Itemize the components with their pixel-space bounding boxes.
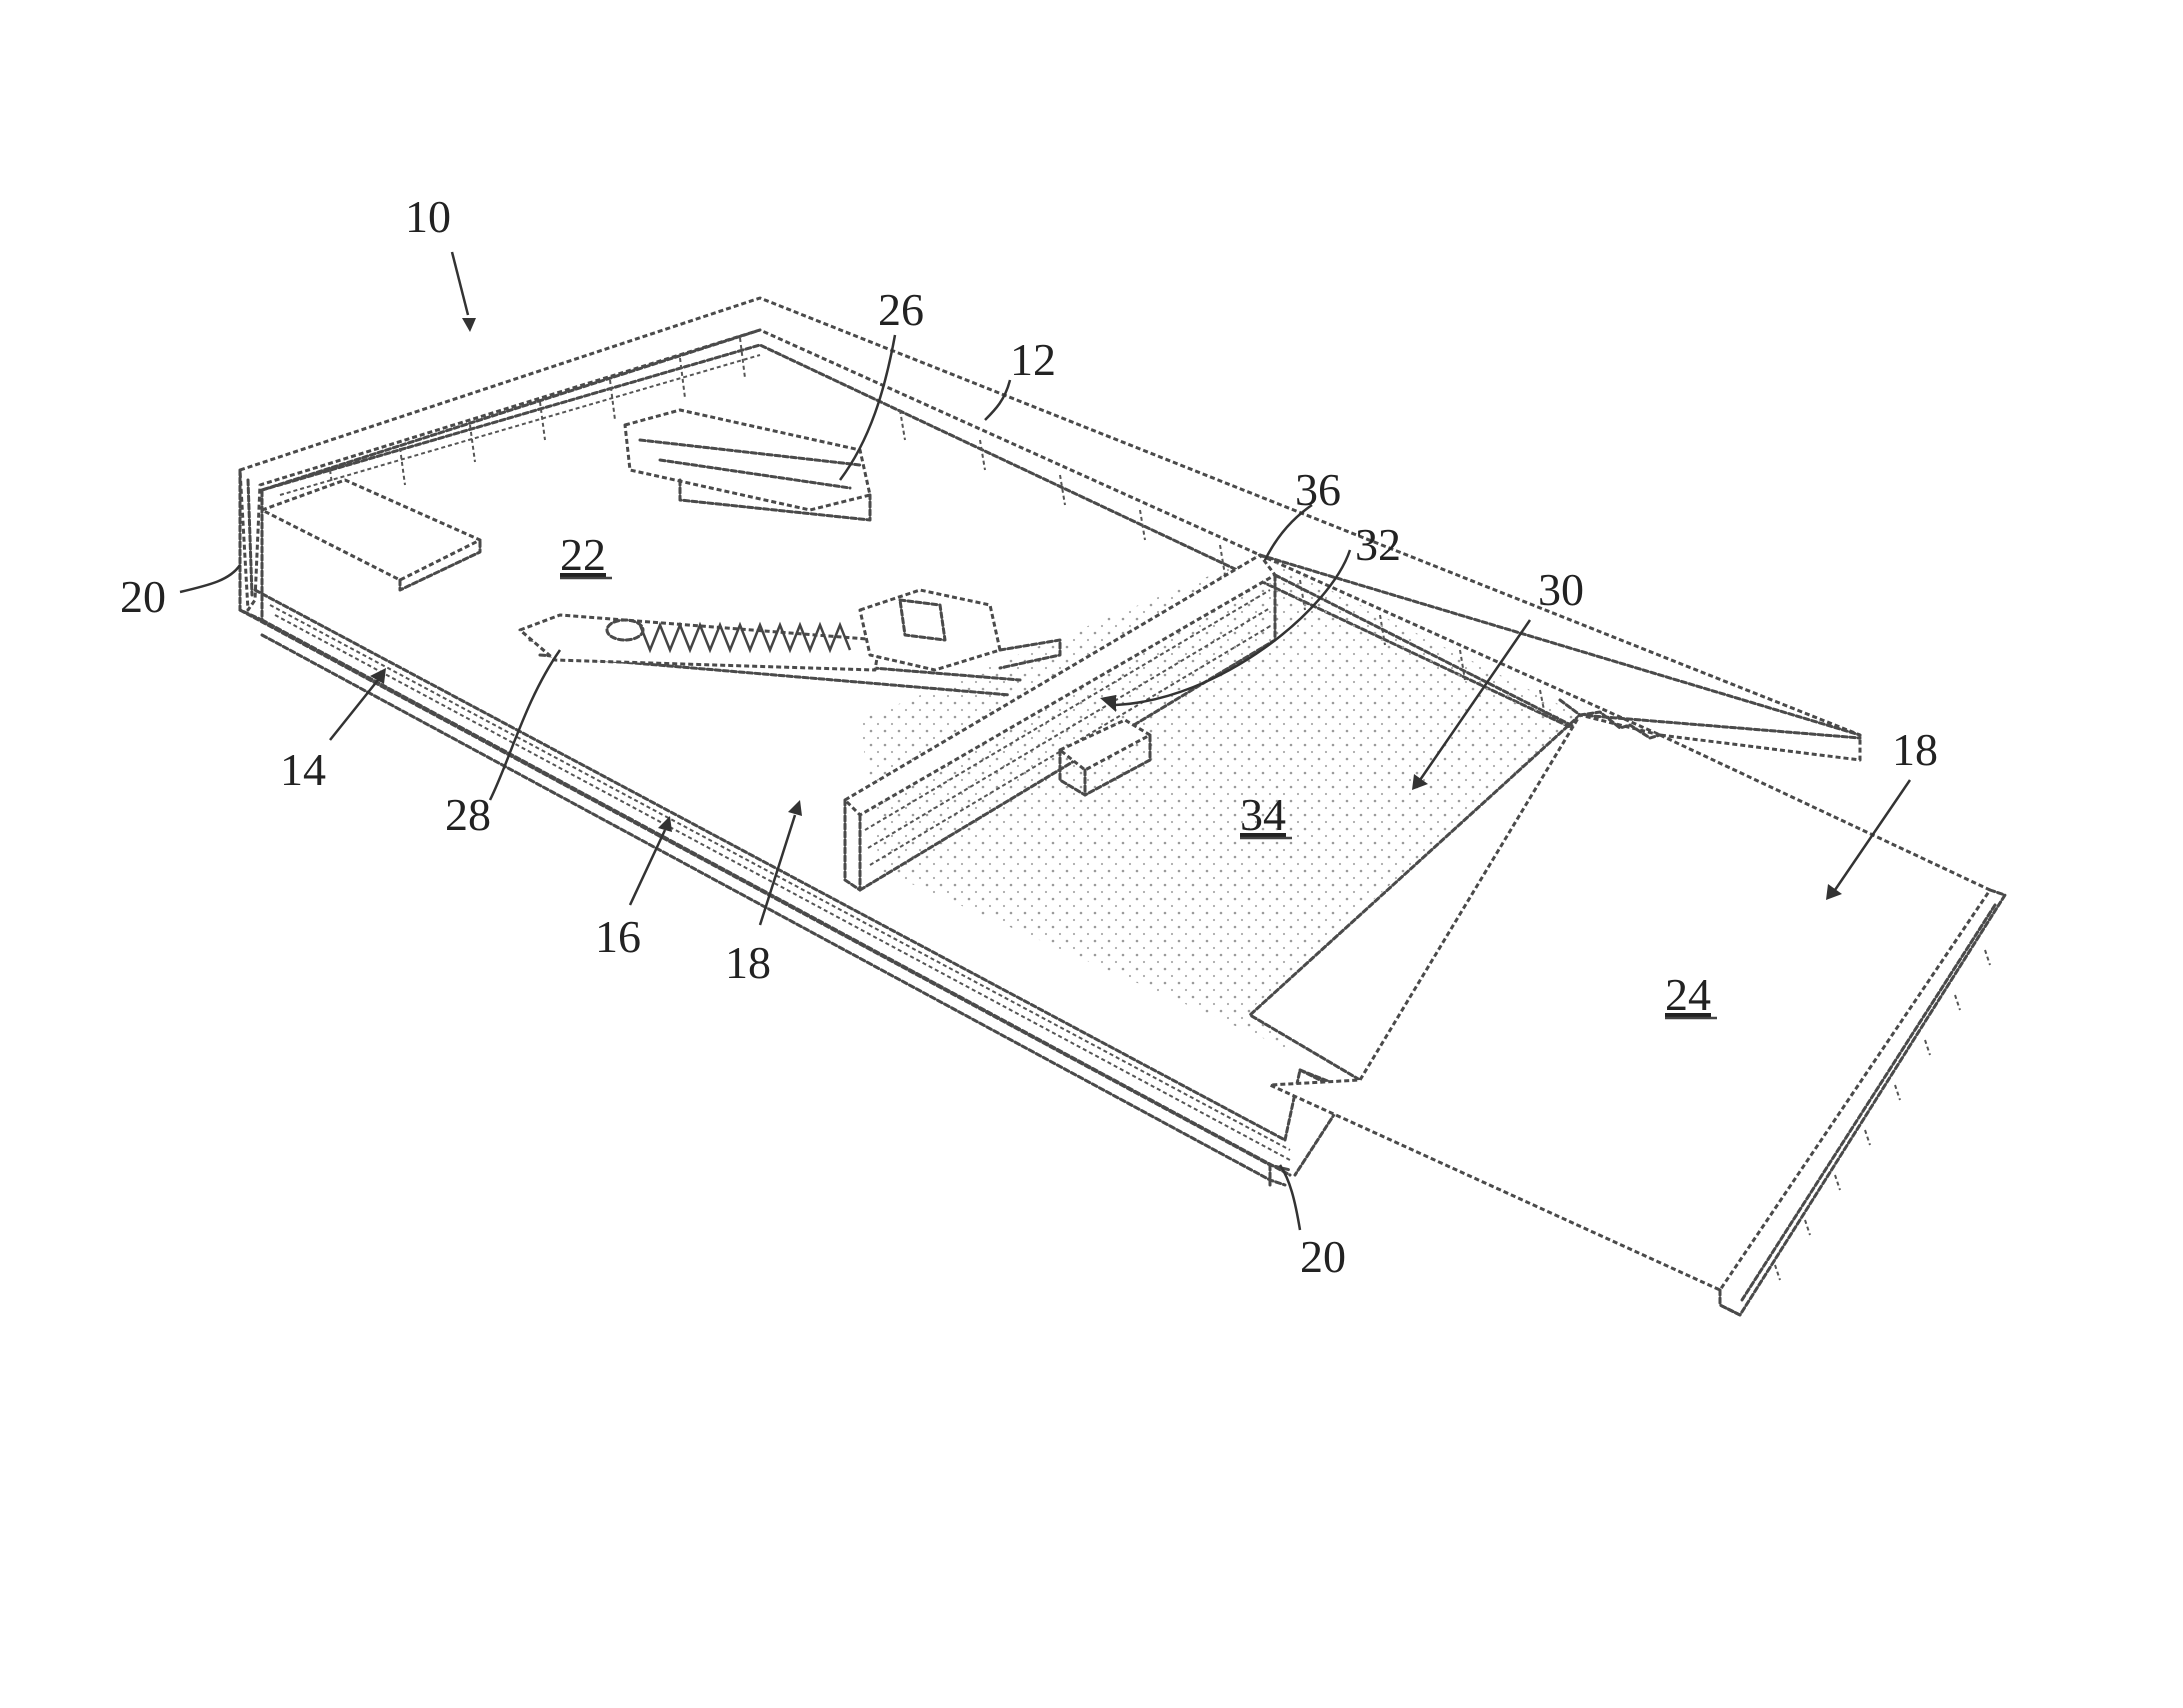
label-28: 28 [445, 789, 491, 840]
label-36: 36 [1295, 464, 1341, 515]
label-24: 24 [1665, 969, 1711, 1020]
label-14: 14 [280, 744, 326, 795]
label-10: 10 [405, 191, 451, 242]
label-20-upper: 20 [120, 571, 166, 622]
label-32: 32 [1355, 519, 1401, 570]
label-26: 26 [878, 284, 924, 335]
label-20-lower: 20 [1300, 1231, 1346, 1282]
label-30: 30 [1538, 564, 1584, 615]
label-34: 34 [1240, 789, 1286, 840]
handle-26 [625, 410, 870, 520]
label-18-lower: 18 [725, 937, 771, 988]
label-18-right: 18 [1892, 724, 1938, 775]
label-12: 12 [1010, 334, 1056, 385]
label-22: 22 [560, 529, 606, 580]
label-16: 16 [595, 911, 641, 962]
